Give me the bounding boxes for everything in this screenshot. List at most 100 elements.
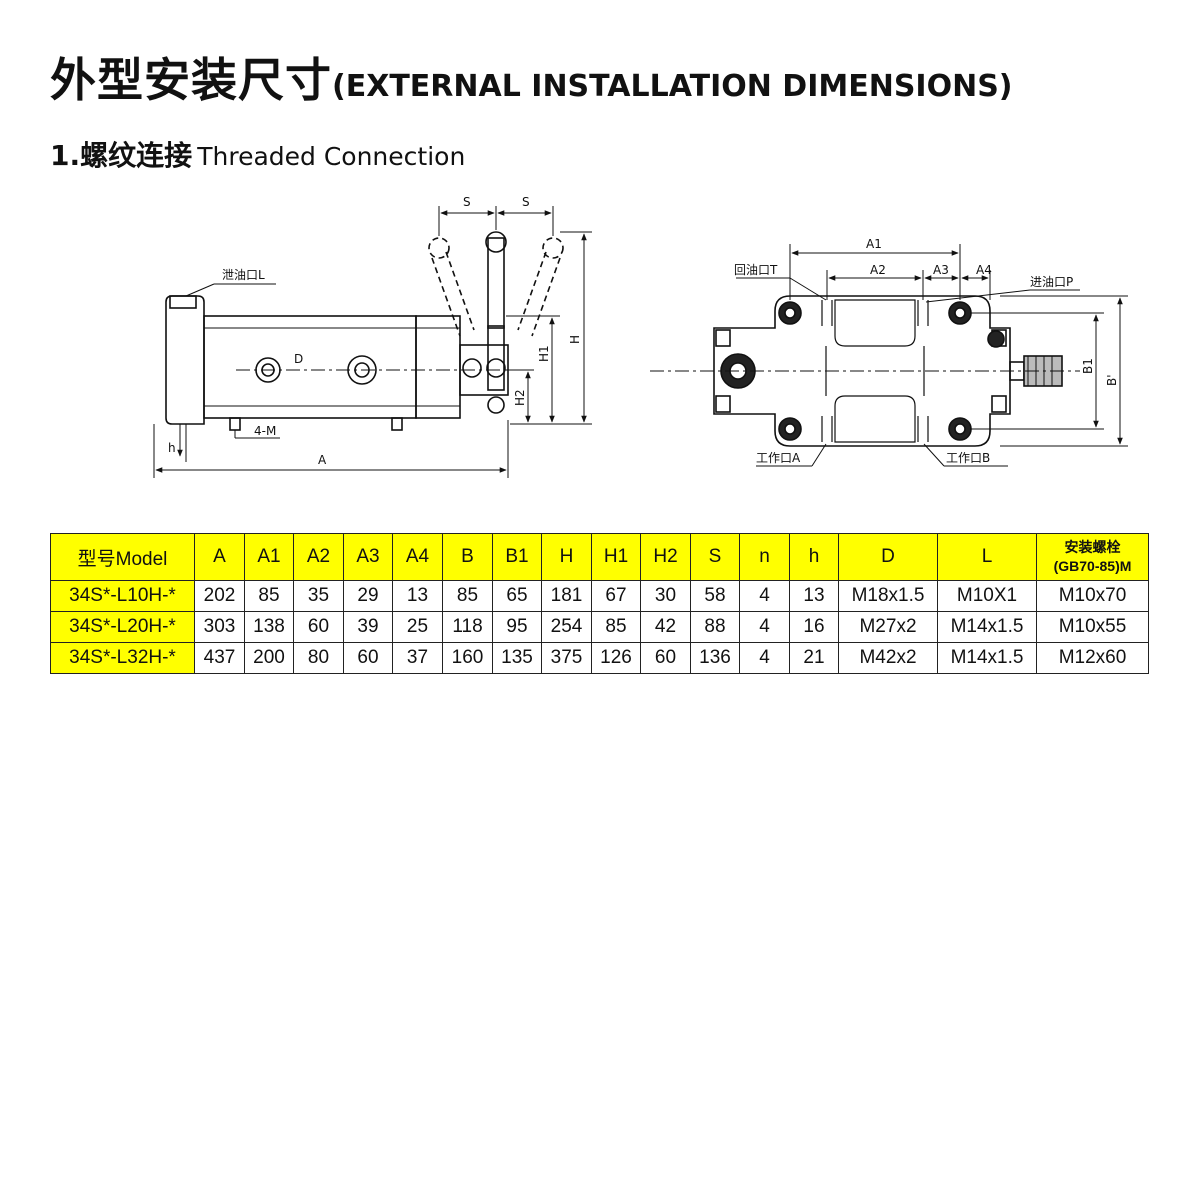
table-cell: 303 bbox=[194, 611, 245, 643]
table-cell: M10x55 bbox=[1036, 611, 1149, 643]
header-cell: A3 bbox=[343, 533, 393, 581]
side-view bbox=[153, 206, 592, 478]
table-cell: M10X1 bbox=[937, 580, 1037, 612]
dim-a2-label: A2 bbox=[870, 263, 886, 277]
table-cell: 118 bbox=[442, 611, 493, 643]
dimension-drawing: 泄油口L D 4-M h A S S H H1 H2 bbox=[153, 195, 1128, 478]
bolt-4m-label: 4-M bbox=[254, 424, 276, 438]
header-cell: S bbox=[690, 533, 740, 581]
table-cell: M14x1.5 bbox=[937, 642, 1037, 674]
table-cell: 13 bbox=[392, 580, 443, 612]
table-cell: 85 bbox=[244, 580, 294, 612]
dim-a1-label: A1 bbox=[866, 237, 882, 251]
table-cell: 37 bbox=[392, 642, 443, 674]
table-cell: 4 bbox=[739, 642, 790, 674]
table-cell: 25 bbox=[392, 611, 443, 643]
table-cell: 88 bbox=[690, 611, 740, 643]
table-cell: 85 bbox=[442, 580, 493, 612]
table-cell: 375 bbox=[541, 642, 592, 674]
table-cell: 437 bbox=[194, 642, 245, 674]
title-cn: 外型安装尺寸 bbox=[50, 53, 332, 107]
header-cell: B1 bbox=[492, 533, 542, 581]
table-cell: 29 bbox=[343, 580, 393, 612]
table-cell: 39 bbox=[343, 611, 393, 643]
model-cell: 34S*-L32H-* bbox=[50, 642, 195, 674]
section-heading-en: Threaded Connection bbox=[197, 142, 466, 171]
table-cell: 200 bbox=[244, 642, 294, 674]
dim-h2-label: H2 bbox=[513, 389, 527, 406]
table-cell: 126 bbox=[591, 642, 641, 674]
header-cell: H2 bbox=[640, 533, 691, 581]
table-cell: 4 bbox=[739, 580, 790, 612]
dim-b-label: B' bbox=[1105, 374, 1119, 386]
header-cell: h bbox=[789, 533, 839, 581]
table-cell: 42 bbox=[640, 611, 691, 643]
header-cell: B bbox=[442, 533, 493, 581]
header-cell: A bbox=[194, 533, 245, 581]
header-cell: n bbox=[739, 533, 790, 581]
table-cell: M10x70 bbox=[1036, 580, 1149, 612]
table-cell: 21 bbox=[789, 642, 839, 674]
table-cell: 202 bbox=[194, 580, 245, 612]
dim-h1-label: H1 bbox=[537, 345, 551, 362]
dim-h-small-label: h bbox=[168, 441, 176, 455]
table-cell: M42x2 bbox=[838, 642, 938, 674]
table-cell: 95 bbox=[492, 611, 542, 643]
table-cell: 4 bbox=[739, 611, 790, 643]
side-view-labels: 泄油口L D 4-M h A S S H H1 H2 bbox=[168, 195, 582, 467]
table-cell: M14x1.5 bbox=[937, 611, 1037, 643]
title-en: (EXTERNAL INSTALLATION DIMENSIONS) bbox=[332, 69, 1013, 104]
table-cell: 65 bbox=[492, 580, 542, 612]
dim-s-right-label: S bbox=[522, 195, 530, 209]
model-cell: 34S*-L10H-* bbox=[50, 580, 195, 612]
table-cell: 13 bbox=[789, 580, 839, 612]
table-cell: 254 bbox=[541, 611, 592, 643]
section-heading-cn: 1.螺纹连接 bbox=[50, 139, 193, 172]
header-cell: H bbox=[541, 533, 592, 581]
table-cell: 60 bbox=[293, 611, 344, 643]
bolt-header-line1: 安装螺栓 bbox=[1064, 539, 1121, 555]
bolt-header-line2: (GB70-85)M bbox=[1053, 558, 1132, 574]
table-cell: 16 bbox=[789, 611, 839, 643]
top-view bbox=[650, 244, 1128, 467]
header-cell: D bbox=[838, 533, 938, 581]
table-cell: 85 bbox=[591, 611, 641, 643]
table-cell: M18x1.5 bbox=[838, 580, 938, 612]
work-port-b-label: 工作口B bbox=[946, 451, 990, 465]
table-cell: M27x2 bbox=[838, 611, 938, 643]
dim-s-left-label: S bbox=[463, 195, 471, 209]
top-view-labels: A1 A2 A3 A4 回油口T 进油口P B1 B' 工作口A 工作口B bbox=[734, 237, 1119, 465]
header-cell: A1 bbox=[244, 533, 294, 581]
dim-a4-label: A4 bbox=[976, 263, 992, 277]
table-cell: 58 bbox=[690, 580, 740, 612]
table-cell: 160 bbox=[442, 642, 493, 674]
header-cell-bolt: 安装螺栓 (GB70-85)M bbox=[1036, 533, 1149, 581]
dim-b1-label: B1 bbox=[1081, 358, 1095, 374]
section-heading: 1.螺纹连接 Threaded Connection bbox=[50, 134, 465, 174]
header-cell: L bbox=[937, 533, 1037, 581]
table-cell: 135 bbox=[492, 642, 542, 674]
table-cell: 181 bbox=[541, 580, 592, 612]
pressure-port-label: 进油口P bbox=[1030, 275, 1073, 289]
table-cell: 80 bbox=[293, 642, 344, 674]
drain-port-label: 泄油口L bbox=[222, 268, 265, 282]
table-cell: M12x60 bbox=[1036, 642, 1149, 674]
table-cell: 67 bbox=[591, 580, 641, 612]
header-cell-model: 型号Model bbox=[50, 533, 195, 581]
dim-a-label: A bbox=[318, 453, 327, 467]
model-cell: 34S*-L20H-* bbox=[50, 611, 195, 643]
work-port-a-label: 工作口A bbox=[756, 451, 801, 465]
table-cell: 30 bbox=[640, 580, 691, 612]
page-title: 外型安装尺寸(EXTERNAL INSTALLATION DIMENSIONS) bbox=[50, 44, 1013, 110]
table-cell: 60 bbox=[343, 642, 393, 674]
table-cell: 60 bbox=[640, 642, 691, 674]
return-port-label: 回油口T bbox=[734, 263, 778, 277]
table-cell: 35 bbox=[293, 580, 344, 612]
table-cell: 136 bbox=[690, 642, 740, 674]
dim-h-label: H bbox=[568, 335, 582, 344]
